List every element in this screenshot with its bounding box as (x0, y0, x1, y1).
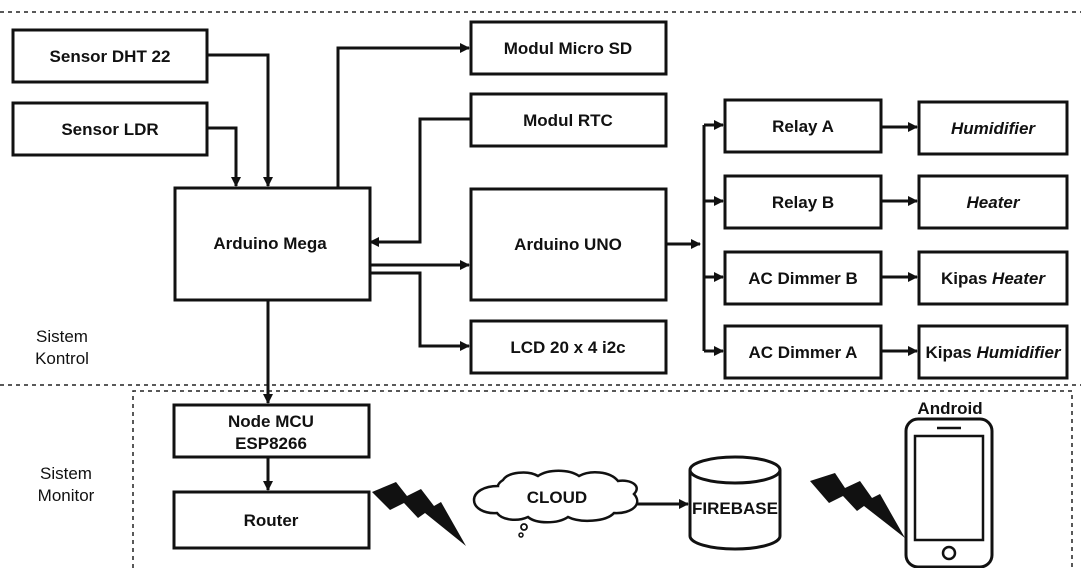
block-lcd-label: LCD 20 x 4 i2c (510, 338, 625, 357)
section-kontrol-label-1: Sistem (36, 327, 88, 346)
block-heater-label: Heater (967, 193, 1021, 212)
cloud-bubble-2 (518, 532, 524, 538)
block-ac-dimmer-a-label: AC Dimmer A (749, 343, 858, 362)
block-nodemcu (172, 403, 371, 459)
block-modul-rtc (469, 92, 668, 148)
block-relay-a-label: Relay A (772, 117, 834, 136)
block-arduino-uno (469, 187, 668, 302)
block-humidifier (917, 100, 1069, 156)
block-ac-dimmer-b-label: AC Dimmer B (748, 269, 858, 288)
block-arduino-mega-label: Arduino Mega (213, 234, 327, 253)
block-lcd (469, 319, 668, 375)
block-modul-micro-sd-label: Modul Micro SD (504, 39, 632, 58)
monitor-dashed-frame (132, 390, 1073, 568)
section-kontrol-label-2: Kontrol (35, 349, 89, 368)
block-humidifier-label: Humidifier (951, 119, 1036, 138)
block-sensor-dht22 (11, 28, 209, 84)
block-router (172, 490, 371, 550)
firebase-database-icon (688, 455, 782, 551)
block-sensor-ldr-label: Sensor LDR (61, 120, 158, 139)
block-ac-dimmer-a (723, 324, 883, 380)
block-kipas-heater-label: Kipas Heater (941, 269, 1046, 288)
kipas-heater-prefix: Kipas (941, 269, 992, 288)
edge-dht22-mega (207, 53, 273, 187)
section-monitor-label-1: Sistem (40, 464, 92, 483)
cloud-bubble-1 (520, 523, 528, 531)
wireless-bolt-icon (372, 482, 466, 546)
cloud-shape (472, 469, 639, 524)
cloud-label: CLOUD (527, 488, 587, 507)
edge-mega-lcd (370, 271, 470, 351)
block-arduino-uno-label: Arduino UNO (514, 235, 622, 254)
block-relay-b (723, 174, 883, 230)
block-modul-rtc-label: Modul RTC (523, 111, 613, 130)
block-modul-micro-sd (469, 20, 668, 76)
block-sensor-dht22-label: Sensor DHT 22 (50, 47, 171, 66)
block-arduino-mega (173, 186, 372, 302)
block-router-label: Router (244, 511, 299, 530)
connectors (207, 43, 918, 509)
block-kipas-heater (917, 250, 1069, 306)
block-relay-b-label: Relay B (772, 193, 834, 212)
block-ac-dimmer-b (723, 250, 883, 306)
edge-ldr-mega (207, 126, 241, 187)
block-kipas-humidifier (917, 324, 1069, 380)
firebase-label: FIREBASE (692, 499, 778, 518)
smartphone-icon (904, 417, 994, 568)
block-relay-a (723, 98, 883, 154)
kipas-humidifier-italic: Humidifier (976, 343, 1061, 362)
block-heater (917, 174, 1069, 230)
block-nodemcu-label-2: ESP8266 (235, 434, 307, 453)
block-nodemcu-label-1: Node MCU (228, 412, 314, 431)
wireless-bolt-icon-android (810, 473, 905, 538)
edge-mega-microsd (336, 43, 470, 193)
edge-rtc-mega (369, 117, 470, 247)
kipas-heater-italic: Heater (992, 269, 1046, 288)
block-sensor-ldr (11, 101, 209, 157)
android-label: Android (917, 399, 982, 418)
section-monitor-label-2: Monitor (38, 486, 95, 505)
kipas-humidifier-prefix: Kipas (925, 343, 976, 362)
block-kipas-humidifier-label: Kipas Humidifier (925, 343, 1061, 362)
